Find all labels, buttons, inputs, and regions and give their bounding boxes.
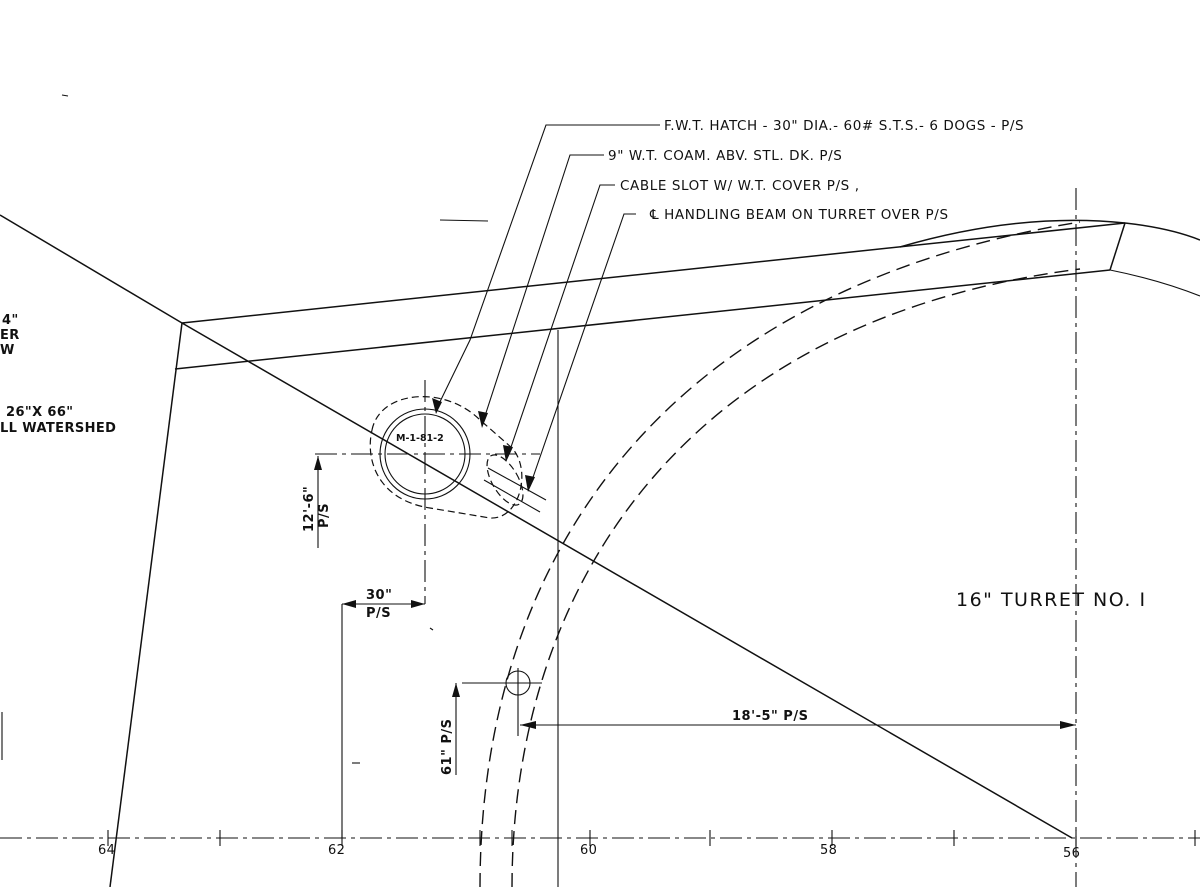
cable-slot-line-b [483,479,541,513]
frame-number: 58 [820,843,837,858]
frame-number: 60 [580,843,597,858]
dim-18-5-text: 18'-5" P/S [732,709,808,724]
edge-label-5: LL WATERSHED [0,421,116,436]
turret-barbette [479,188,1081,887]
dim-30-arrow-l [342,600,356,608]
cable-slot-line-a [487,467,547,501]
turret-roof-arc [899,219,1200,248]
curved-hull-side [109,322,183,887]
callout-coaming: 9" W.T. COAM. ABV. STL. DK. P/S [608,148,842,164]
callout-cable-slot: CABLE SLOT W/ W.T. COVER P/S , [620,178,860,194]
callout-leaders [432,124,660,492]
small-fitting [462,668,542,736]
hatch-leader [435,124,660,411]
dim-18-5-arrow-r [1060,721,1076,729]
hatch-tag: M-1-81-2 [396,433,444,444]
dim-18-5-arrow-l [520,721,536,729]
cable-slot-outline [486,454,524,506]
callout-handling-beam: ℄ HANDLING BEAM ON TURRET OVER P/S [649,207,949,223]
diagonal-hull-line [0,214,183,324]
coaming-leader [482,154,604,423]
dim-61-text: 61" P/S [440,718,455,775]
handling-beam-leader [529,213,636,487]
coaming-leader-arrow [478,411,488,428]
edge-label-4: 26"X 66" [6,405,73,420]
dim-30-side: P/S [366,606,391,621]
coaming-outline [369,396,523,519]
frame-baseline [0,830,1200,846]
frame-number: 62 [328,843,345,858]
cable-slot-leader [507,184,615,457]
frame-number: 56 [1063,846,1080,861]
handling-beam-top-edge [181,222,1126,324]
dim-12-6-text: 12'-6" [302,486,317,532]
dim-12-6-arrow [314,456,322,470]
dim-61-arrow [452,683,460,697]
frame-number: 64 [98,843,115,858]
turret-roof-arc-lower [1109,269,1200,297]
dim-30-arrow-r [411,600,425,608]
edge-label-3: W [0,343,15,358]
hatch-leader-arrow [432,398,442,414]
handling-beam-end [1109,222,1126,271]
dim-30-text: 30" [366,588,392,603]
handling-beam-leader-arrow [525,475,535,492]
barbette-inner-circle [511,268,1081,887]
hatch-detail: M-1-81-2 [315,380,547,604]
cable-slot-leader-arrow [503,445,513,462]
turret-label: 16" TURRET NO. I [956,589,1147,611]
handling-beam-bottom-edge [174,269,1111,370]
scan-specks [61,94,489,764]
dimension-lines [314,456,1076,838]
deck-diagonal [181,322,1073,839]
barbette-outer-circle [479,221,1081,887]
edge-label-2: ER [0,328,20,343]
dim-12-6-side: P/S [317,503,332,528]
callout-hatch: F.W.T. HATCH - 30" DIA.- 60# S.T.S.- 6 D… [664,118,1024,134]
deck-edge-lines [0,214,1200,887]
edge-label-1: 4" [2,313,19,328]
